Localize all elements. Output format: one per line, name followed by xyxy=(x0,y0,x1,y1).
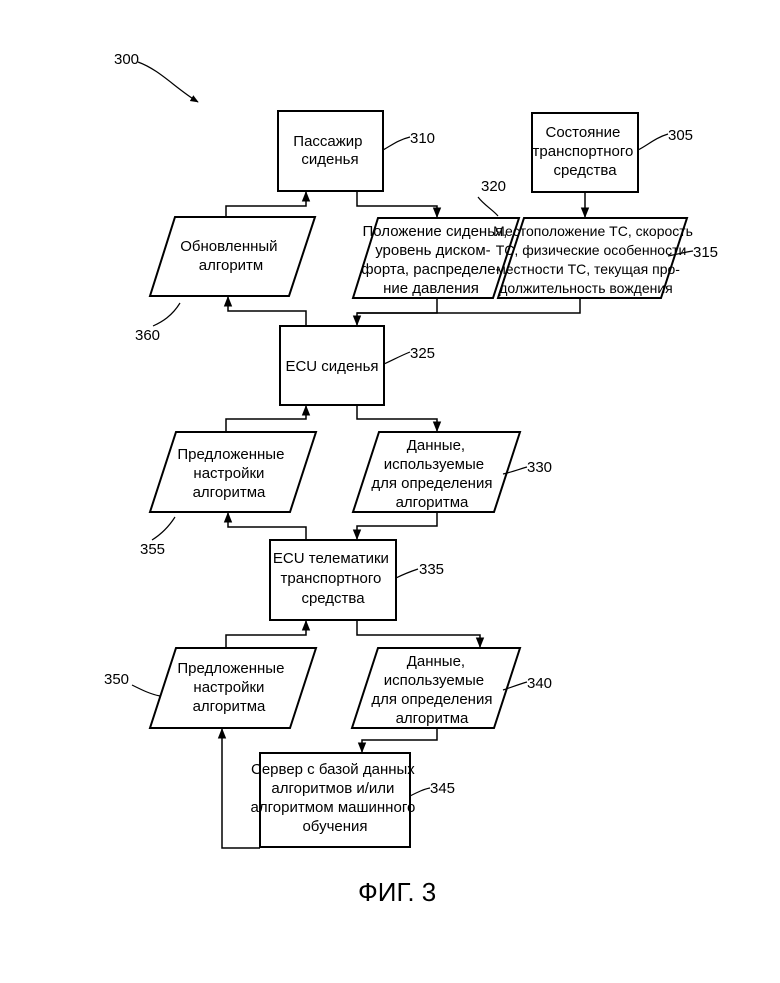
connector-updated-algorithm-to-passenger xyxy=(226,192,306,217)
leader-320 xyxy=(478,197,498,216)
leader-345 xyxy=(410,788,430,796)
connector-telematics-to-proposed-settings-1 xyxy=(228,513,306,540)
connector-proposed-settings-2-to-telematics xyxy=(226,621,306,648)
connector-server-to-proposed-settings-2 xyxy=(222,729,260,848)
ref-360: 360 xyxy=(135,327,160,344)
ref-325: 325 xyxy=(410,345,435,362)
leader-355 xyxy=(152,517,175,540)
ref-340: 340 xyxy=(527,675,552,692)
leader-350 xyxy=(132,685,160,696)
connector-data-2-to-server xyxy=(362,728,437,752)
figure-caption: ФИГ. 3 xyxy=(358,877,436,907)
figure-number: 300 xyxy=(114,51,139,68)
connector-seat-position-to-ecu xyxy=(357,298,437,325)
figure-pointer-arrow xyxy=(138,62,198,102)
connector-ecu-to-data-1 xyxy=(357,405,437,431)
leader-310 xyxy=(383,137,410,150)
ref-350: 350 xyxy=(104,671,129,688)
ref-335: 335 xyxy=(419,561,444,578)
seat-ecu-label: ECU сиденья xyxy=(285,358,378,375)
leader-325 xyxy=(384,352,410,364)
ref-355: 355 xyxy=(140,541,165,558)
ref-315: 315 xyxy=(693,244,718,261)
leader-360 xyxy=(153,303,180,326)
ref-305: 305 xyxy=(668,127,693,144)
ref-330: 330 xyxy=(527,459,552,476)
connector-ecu-to-updated-algorithm xyxy=(228,297,306,326)
connector-data-1-to-telematics xyxy=(357,512,437,539)
connector-passenger-to-seat-position xyxy=(357,191,437,217)
connector-proposed-settings-1-to-ecu xyxy=(226,406,306,432)
ref-320: 320 xyxy=(481,178,506,195)
ref-345: 345 xyxy=(430,780,455,797)
ref-310: 310 xyxy=(410,130,435,147)
connector-telematics-to-data-2 xyxy=(357,620,480,647)
passenger-label: Пассажир сиденья xyxy=(293,133,366,168)
leader-305 xyxy=(638,134,668,150)
connector-vehicle-location-to-ecu xyxy=(357,298,580,313)
leader-335 xyxy=(396,569,418,578)
